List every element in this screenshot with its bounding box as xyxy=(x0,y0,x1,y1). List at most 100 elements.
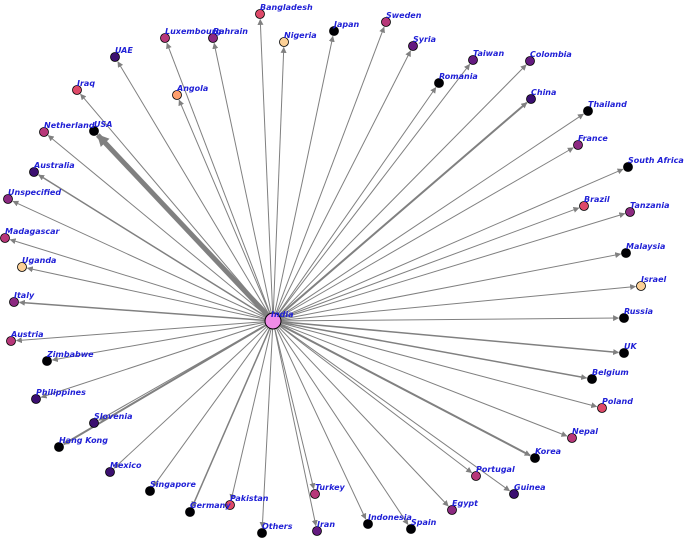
node-slovenia[interactable] xyxy=(89,418,99,428)
edge-india-uae xyxy=(117,61,270,315)
node-label-singapore: Singapore xyxy=(150,480,196,489)
node-colombia[interactable] xyxy=(525,56,535,66)
node-russia[interactable] xyxy=(619,313,629,323)
edge-india-spain xyxy=(277,327,409,525)
node-israel[interactable] xyxy=(636,281,646,291)
node-label-germany: Germany xyxy=(190,501,231,510)
node-poland[interactable] xyxy=(597,403,607,413)
node-label-madagascar: Madagascar xyxy=(5,227,61,236)
node-egypt[interactable] xyxy=(447,505,457,515)
node-layer xyxy=(0,9,646,538)
node-nepal[interactable] xyxy=(567,433,577,443)
node-taiwan[interactable] xyxy=(468,55,478,65)
node-japan[interactable] xyxy=(329,26,339,36)
node-others[interactable] xyxy=(257,528,267,538)
edge-india-sweden xyxy=(275,26,385,314)
node-singapore[interactable] xyxy=(145,486,155,496)
node-austria[interactable] xyxy=(6,336,16,346)
node-label-israel: Israel xyxy=(641,275,667,284)
node-south-africa[interactable] xyxy=(623,162,633,172)
node-label-uk: UK xyxy=(624,342,637,351)
node-label-italy: Italy xyxy=(14,291,35,300)
edge-india-guinea xyxy=(279,325,511,492)
hub-layer: India xyxy=(264,310,294,330)
node-unspecified[interactable] xyxy=(3,194,13,204)
node-luxembourg[interactable] xyxy=(160,33,170,43)
edge-india-korea xyxy=(279,323,531,457)
edge-india-luxembourg xyxy=(166,42,271,314)
node-china[interactable] xyxy=(526,94,536,104)
edge-india-australia xyxy=(38,174,267,318)
node-australia[interactable] xyxy=(29,167,39,177)
node-iraq[interactable] xyxy=(72,85,82,95)
node-mexico[interactable] xyxy=(105,467,115,477)
node-zimbabwe[interactable] xyxy=(42,356,52,366)
edge-india-zimbabwe xyxy=(51,321,266,363)
node-romania[interactable] xyxy=(434,78,444,88)
node-label-tanzania: Tanzania xyxy=(630,201,670,210)
node-malaysia[interactable] xyxy=(621,248,631,258)
node-label-philippines: Philippines xyxy=(36,388,86,397)
edge-india-bangladesh xyxy=(257,18,274,314)
node-tanzania[interactable] xyxy=(625,207,635,217)
node-bangladesh[interactable] xyxy=(255,9,265,19)
node-iran[interactable] xyxy=(312,526,322,536)
node-usa[interactable] xyxy=(89,126,99,136)
node-label-nepal: Nepal xyxy=(572,427,598,436)
node-brazil[interactable] xyxy=(579,201,589,211)
edge-india-israel xyxy=(280,284,637,321)
node-angola[interactable] xyxy=(172,90,182,100)
node-netherland[interactable] xyxy=(39,127,49,137)
node-indonesia[interactable] xyxy=(363,519,373,529)
edge-india-angola xyxy=(178,99,271,314)
node-portugal[interactable] xyxy=(471,471,481,481)
node-bahrain[interactable] xyxy=(208,33,218,43)
node-madagascar[interactable] xyxy=(0,233,10,243)
node-label-others: Others xyxy=(262,522,293,531)
node-label-romania: Romania xyxy=(439,72,478,81)
edge-india-madagascar xyxy=(9,238,266,320)
node-france[interactable] xyxy=(573,140,583,150)
node-label-bangladesh: Bangladesh xyxy=(260,3,313,12)
node-belgium[interactable] xyxy=(587,374,597,384)
edge-india-netherland xyxy=(47,135,268,317)
node-label-korea: Korea xyxy=(535,447,561,456)
node-hang-kong[interactable] xyxy=(54,442,64,452)
node-label-egypt: Egypt xyxy=(452,499,479,508)
node-syria[interactable] xyxy=(408,41,418,51)
edge-india-germany xyxy=(191,328,271,508)
edge-india-romania xyxy=(277,87,437,315)
node-label-usa: USA xyxy=(94,120,112,129)
edge-india-tanzania xyxy=(280,212,626,320)
hub-node[interactable] xyxy=(264,312,282,330)
node-label-sweden: Sweden xyxy=(386,11,422,20)
hub-label: India xyxy=(271,310,294,319)
node-nigeria[interactable] xyxy=(279,37,289,47)
node-sweden[interactable] xyxy=(381,17,391,27)
edge-india-south-africa xyxy=(280,168,624,319)
edge-india-japan xyxy=(274,35,335,314)
node-label-australia: Australia xyxy=(33,161,75,170)
node-uae[interactable] xyxy=(110,52,120,62)
edge-india-egypt xyxy=(278,326,449,507)
node-turkey[interactable] xyxy=(310,489,320,499)
node-label-thailand: Thailand xyxy=(588,100,627,109)
node-spain[interactable] xyxy=(406,524,416,534)
edge-india-taiwan xyxy=(277,63,471,315)
node-label-colombia: Colombia xyxy=(530,50,572,59)
edge-india-indonesia xyxy=(275,328,367,520)
node-guinea[interactable] xyxy=(509,489,519,499)
node-korea[interactable] xyxy=(530,453,540,463)
node-uk[interactable] xyxy=(619,348,629,358)
node-thailand[interactable] xyxy=(583,106,593,116)
node-germany[interactable] xyxy=(185,507,195,517)
edge-india-turkey xyxy=(274,328,316,490)
node-philippines[interactable] xyxy=(31,394,41,404)
node-uganda[interactable] xyxy=(17,262,27,272)
node-label-slovenia: Slovenia xyxy=(94,412,132,421)
node-label-uganda: Uganda xyxy=(22,256,56,265)
node-italy[interactable] xyxy=(9,297,19,307)
node-pakistan[interactable] xyxy=(225,500,235,510)
node-label-belgium: Belgium xyxy=(592,368,629,377)
